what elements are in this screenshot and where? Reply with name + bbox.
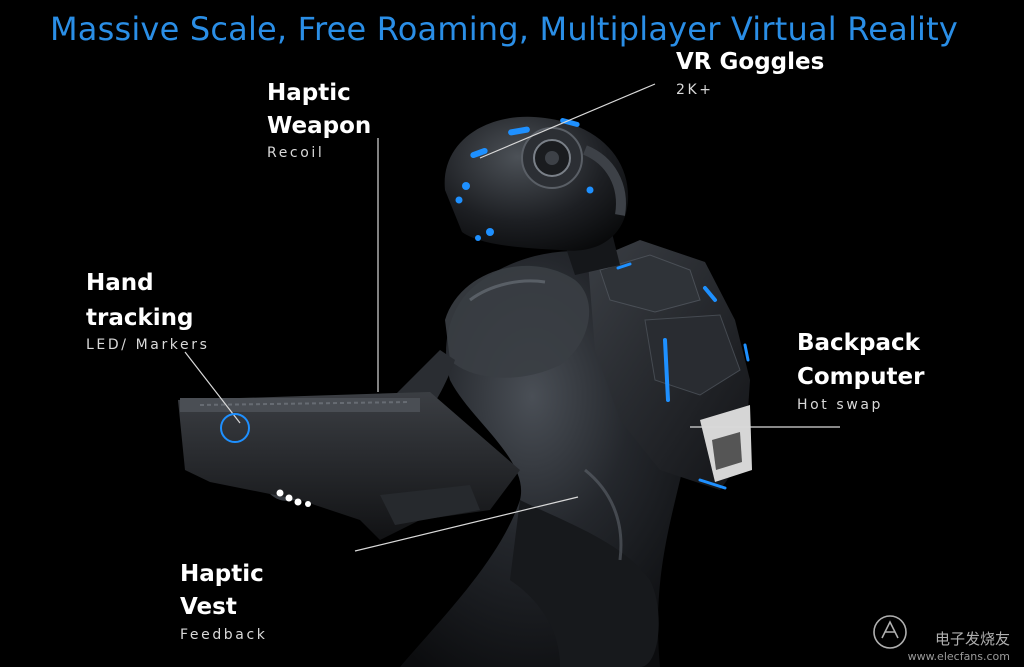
leader-haptic-vest [354, 496, 579, 552]
hand-tracking-marker-circle [220, 413, 250, 443]
label-vr-goggles-title: VR Goggles [676, 49, 825, 75]
leader-lines [184, 83, 840, 552]
label-backpack-computer-line2: Computer [797, 364, 925, 390]
label-haptic-vest-sub: Feedback [180, 627, 268, 643]
watermark-name: 电子发烧友 [934, 630, 1010, 648]
haptic-weapon [178, 392, 520, 540]
label-haptic-vest-line1: Haptic [180, 561, 264, 587]
label-hand-tracking-line1: Hand [86, 270, 154, 296]
label-hand-tracking-line2: tracking [86, 305, 194, 331]
vr-goggles-helmet [444, 116, 629, 251]
leader-vr-goggles [479, 83, 656, 159]
label-vr-goggles-sub: 2K+ [676, 82, 714, 98]
label-haptic-weapon-line1: Haptic [267, 80, 351, 106]
label-haptic-weapon-sub: Recoil [267, 145, 325, 161]
label-haptic-vest-line2: Vest [180, 594, 237, 620]
page-title: Massive Scale, Free Roaming, Multiplayer… [49, 10, 959, 48]
label-backpack-computer-line1: Backpack [797, 330, 920, 356]
label-backpack-computer-sub: Hot swap [797, 397, 884, 413]
label-hand-tracking-sub: LED/ Markers [86, 337, 210, 353]
elecfans-logo [873, 615, 907, 649]
watermark-url: www.elecfans.com [907, 650, 1010, 663]
leader-hand-tracking [184, 351, 241, 424]
label-haptic-weapon-line2: Weapon [267, 113, 372, 139]
